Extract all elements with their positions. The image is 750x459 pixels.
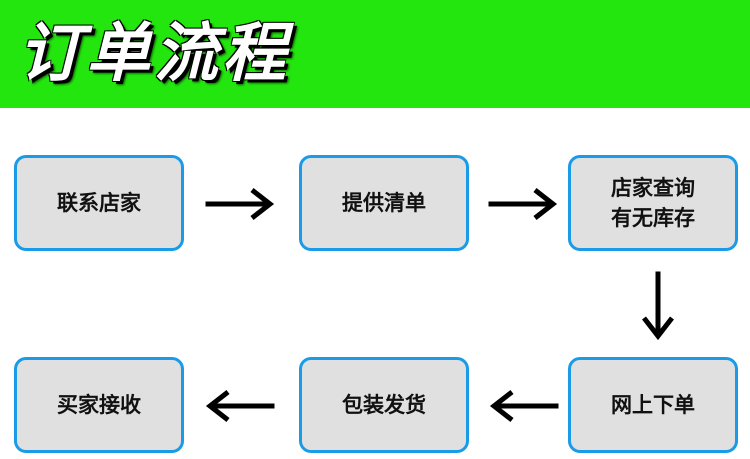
step-box-provide-list: 提供清单 <box>299 155 469 251</box>
step-box-place-order: 网上下单 <box>568 357 738 453</box>
step-label: 提供清单 <box>342 191 426 215</box>
step-label: 网上下单 <box>611 393 695 417</box>
arrow-left-icon <box>205 390 275 422</box>
arrow-right-icon <box>488 188 558 220</box>
page-title: 订单流程 <box>18 16 290 91</box>
step-box-contact-shop: 联系店家 <box>14 155 184 251</box>
step-box-buyer-receive: 买家接收 <box>14 357 184 453</box>
step-box-pack-ship: 包装发货 <box>299 357 469 453</box>
arrow-right-icon <box>205 188 275 220</box>
arrow-left-icon <box>489 390 559 422</box>
step-label: 联系店家 <box>57 191 141 215</box>
step-label: 包装发货 <box>342 393 426 417</box>
step-label: 店家查询 有无库存 <box>611 176 695 230</box>
step-box-check-stock: 店家查询 有无库存 <box>568 155 738 251</box>
step-label: 买家接收 <box>57 393 141 417</box>
arrow-down-icon <box>642 271 674 341</box>
header-banner: 订单流程 <box>0 0 750 108</box>
